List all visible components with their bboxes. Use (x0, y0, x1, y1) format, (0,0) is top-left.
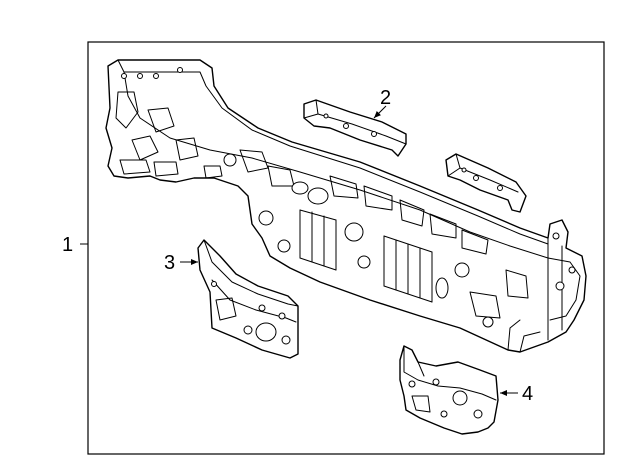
main-back-panel (105, 59, 587, 353)
callout-1-label: 1 (62, 234, 73, 256)
callout-2: 2 (373, 87, 391, 119)
upper-right-bracket (445, 153, 527, 213)
callout-4-label: 4 (522, 383, 533, 405)
callout-2-label: 2 (380, 87, 391, 109)
part-4-bracket (399, 345, 499, 435)
part-3-bracket (197, 239, 299, 359)
callout-4: 4 (500, 383, 533, 405)
callout-1: 1 (62, 234, 88, 256)
callout-3-label: 3 (164, 252, 175, 274)
callout-3: 3 (164, 252, 198, 274)
part-2-bracket (303, 99, 407, 157)
diagram-frame (87, 41, 605, 455)
